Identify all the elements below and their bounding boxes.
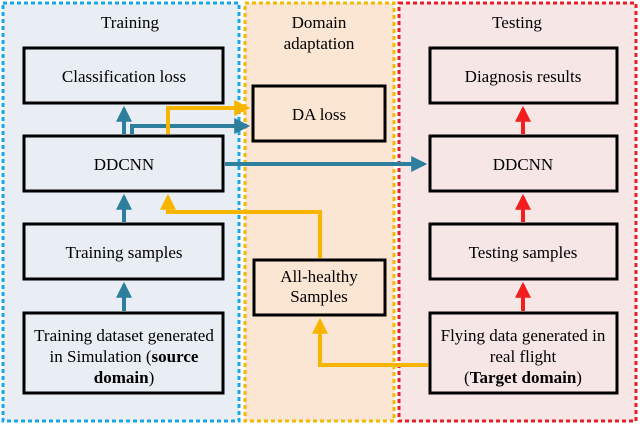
training-dataset-line2-prefix: in Simulation ( bbox=[50, 347, 152, 366]
ddcnn-train-label: DDCNN bbox=[94, 155, 154, 174]
training-dataset-line3: domain) bbox=[94, 368, 154, 387]
da-loss-box bbox=[251, 84, 387, 143]
flying-data-line3-bold: Target domain bbox=[470, 368, 577, 387]
flying-data-box bbox=[428, 311, 619, 395]
flying-data-line2: real flight bbox=[490, 347, 557, 366]
diagnosis-results-label: Diagnosis results bbox=[465, 67, 582, 86]
arrow-flying-data-to-all-healthy bbox=[312, 317, 428, 367]
testing-title: Testing bbox=[492, 13, 542, 32]
classification-loss-label: Classification loss bbox=[62, 67, 186, 86]
arrow-ddcnn-to-da-loss bbox=[130, 118, 251, 134]
training-dataset-line1: Training dataset generated bbox=[34, 326, 214, 345]
ddcnn-train-box bbox=[22, 134, 225, 193]
training-title: Training bbox=[101, 13, 159, 32]
diagnosis-results-box bbox=[428, 46, 619, 105]
classification-loss-box bbox=[22, 46, 225, 105]
all-healthy-line2: Samples bbox=[290, 287, 348, 306]
training-samples-box bbox=[22, 222, 225, 281]
arrow-all-healthy-to-ddcnn bbox=[160, 193, 322, 258]
all-healthy-box bbox=[252, 258, 387, 317]
training-dataset-line2: in Simulation (source bbox=[50, 347, 199, 366]
training-dataset-line3-bold: domain bbox=[94, 368, 149, 387]
flying-data-line1: Flying data generated in bbox=[441, 326, 606, 345]
flying-data-line3: (Target domain) bbox=[464, 368, 582, 387]
training-dataset-line2-bold: source bbox=[152, 347, 199, 366]
testing-samples-label: Testing samples bbox=[469, 243, 578, 262]
flying-data-line3-suffix: ) bbox=[576, 368, 582, 387]
domain-adaptation-title-line1: Domain bbox=[292, 13, 347, 32]
training-dataset-box bbox=[22, 311, 225, 395]
training-samples-label: Training samples bbox=[66, 243, 183, 262]
da-loss-label: DA loss bbox=[292, 105, 346, 124]
training-dataset-line3-suffix: ) bbox=[149, 368, 155, 387]
ddcnn-test-label: DDCNN bbox=[493, 155, 553, 174]
arrow-train-to-da-loss-yellow bbox=[166, 100, 251, 134]
ddcnn-test-box bbox=[428, 134, 619, 193]
flying-data-line3-prefix: ( bbox=[464, 368, 470, 387]
domain-adaptation-title-line2: adaptation bbox=[284, 34, 355, 53]
all-healthy-line1: All-healthy bbox=[280, 267, 358, 286]
testing-samples-box bbox=[428, 222, 619, 281]
